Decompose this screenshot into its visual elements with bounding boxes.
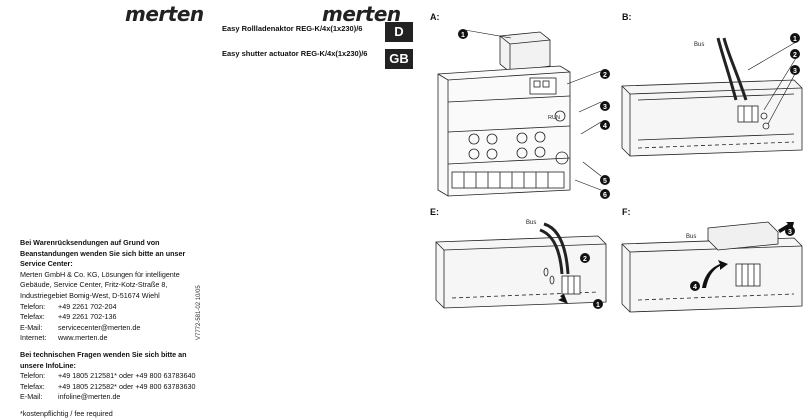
phone-row: Telefon: +49 2261 702-204	[20, 302, 210, 313]
language-tab-gb[interactable]: GB	[385, 49, 413, 69]
figure-b-bus-label: Bus	[694, 42, 704, 48]
tech-heading: Bei technischen Fragen wenden Sie sich b…	[20, 349, 187, 370]
run-label: RUN	[548, 115, 560, 121]
callout-b-2: 2	[790, 46, 800, 64]
callout-a-2: 2	[600, 66, 610, 84]
tech-fax-row: Telefax: +49 1805 212582* oder +49 800 63…	[20, 382, 210, 393]
callout-e-1: 1	[593, 296, 603, 314]
tech-phone-value: +49 1805 212581* oder +49 800 63783640	[58, 371, 196, 381]
figure-b-label: B:	[622, 12, 632, 22]
svg-text:4: 4	[693, 284, 697, 291]
fax-value: +49 2261 702-136	[58, 312, 117, 322]
footnote: *kostenpflichtig / fee required	[20, 408, 113, 418]
callout-f-3: 3	[785, 223, 795, 241]
svg-text:2: 2	[793, 52, 797, 59]
callout-b-1: 1	[790, 30, 800, 48]
figure-e-label: E:	[430, 207, 439, 217]
tech-phone-row: Telefon: +49 1805 212581* oder +49 800 63…	[20, 371, 210, 382]
web-row: Internet: www.merten.de	[20, 333, 210, 344]
address-line-1: Merten GmbH & Co. KG, Lösungen für intel…	[20, 269, 180, 279]
returns-heading: Bei Warenrücksendungen auf Grund von Bea…	[20, 238, 186, 269]
fax-label: Telefax:	[20, 312, 45, 322]
phone-value: +49 2261 702-204	[58, 301, 117, 311]
email-row: E-Mail: servicecenter@merten.de	[20, 323, 210, 334]
svg-text:5: 5	[603, 178, 607, 185]
svg-text:3: 3	[793, 68, 797, 75]
svg-text:2: 2	[603, 72, 607, 79]
fax-row: Telefax: +49 2261 702-136	[20, 312, 210, 323]
svg-text:3: 3	[603, 104, 607, 111]
merten-logo-left: merten	[125, 2, 204, 26]
web-label: Internet:	[20, 333, 47, 343]
address-line-2: Gebäude, Service Center, Fritz-Kotz-Stra…	[20, 280, 168, 290]
figure-f-label: F:	[622, 207, 631, 217]
document-code: V7772-581-02 10/05	[196, 285, 202, 340]
tech-fax-label: Telefax:	[20, 381, 45, 391]
web-link[interactable]: www.merten.de	[58, 333, 108, 343]
callout-a-6: 6	[600, 186, 610, 204]
svg-text:1: 1	[461, 32, 465, 39]
product-title-de: Easy Rollladenaktor REG-K/4x(1x230)/6	[222, 24, 363, 33]
figure-f-drawing: Bus	[621, 221, 803, 313]
figure-b-drawing: Bus	[621, 37, 803, 157]
svg-text:1: 1	[596, 302, 600, 309]
tech-email-row: E-Mail: infoline@merten.de	[20, 392, 210, 403]
figure-f-bus-label: Bus	[686, 234, 696, 240]
language-tab-de[interactable]: D	[385, 22, 413, 42]
contact-block: Bei Warenrücksendungen auf Grund von Bea…	[20, 238, 210, 420]
tech-phone-label: Telefon:	[20, 371, 46, 381]
tech-email-value[interactable]: infoline@merten.de	[58, 392, 121, 402]
svg-text:1: 1	[793, 36, 797, 43]
email-label: E-Mail:	[20, 322, 43, 332]
svg-text:2: 2	[583, 256, 587, 263]
address-line-3: Industriegebiet Bomig-West, D-51674 Wieh…	[20, 290, 160, 300]
figure-a-device-drawing: RUN	[437, 31, 571, 197]
svg-text:4: 4	[603, 123, 607, 130]
callout-b-3: 3	[790, 62, 800, 80]
tech-fax-value: +49 1805 212582* oder +49 800 63783630	[58, 381, 196, 391]
callout-a-5: 5	[600, 172, 610, 190]
tech-email-label: E-Mail:	[20, 392, 43, 402]
email-value[interactable]: servicecenter@merten.de	[58, 322, 141, 332]
product-title-en: Easy shutter actuator REG-K/4x(1x230)/6	[222, 49, 368, 58]
figure-e-drawing: Bus	[435, 220, 607, 309]
callout-a-3: 3	[600, 98, 610, 116]
callout-e-2: 2	[580, 250, 590, 268]
figure-e-bus-label: Bus	[526, 220, 536, 226]
phone-label: Telefon:	[20, 301, 46, 311]
callout-a-1: 1	[458, 26, 468, 44]
figure-a-label: A:	[430, 12, 440, 22]
svg-text:3: 3	[788, 229, 792, 236]
callout-a-4: 4	[600, 117, 610, 135]
svg-text:6: 6	[603, 192, 607, 199]
figure-a-callouts	[464, 29, 602, 191]
callout-f-4: 4	[690, 278, 700, 296]
